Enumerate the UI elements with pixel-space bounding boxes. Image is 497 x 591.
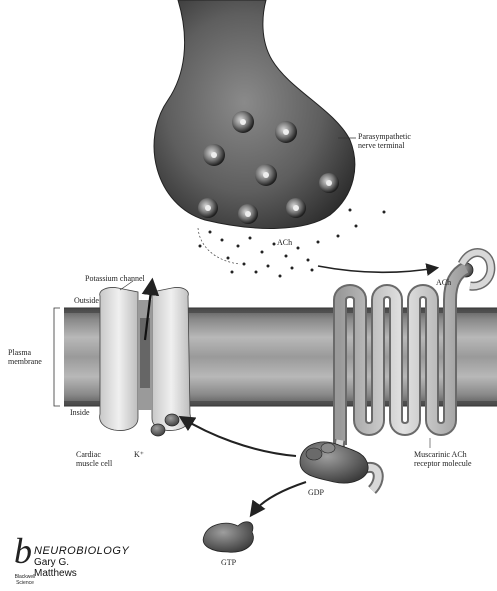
- vesicle: [203, 144, 225, 166]
- beta-gamma-arrow: [182, 418, 296, 456]
- potassium-channel-label: Potassium channel: [85, 274, 145, 283]
- book-title: NEUROBIOLOGY: [34, 545, 129, 557]
- publisher-logo: b: [14, 530, 32, 572]
- nerve-terminal-label-line2: nerve terminal: [358, 141, 411, 150]
- vesicle: [238, 204, 258, 224]
- g-protein-complex: [300, 442, 368, 483]
- membrane-bracket: [54, 308, 60, 406]
- inside-label: Inside: [70, 408, 90, 417]
- gtp-label: GTP: [221, 558, 236, 567]
- ach-diffusion-arrow: [318, 266, 436, 272]
- nerve-terminal: [154, 0, 355, 228]
- muscarinic-receptor-label-line2: receptor molecule: [414, 459, 472, 468]
- plasma-membrane-label-line1: Plasma: [8, 348, 42, 357]
- vesicle: [255, 164, 277, 186]
- book-author: Gary G. Matthews: [34, 557, 77, 579]
- gtp-exchange-arrow: [252, 482, 306, 514]
- vesicle: [275, 121, 297, 143]
- cardiac-cell-label-line2: muscle cell: [76, 459, 112, 468]
- cardiac-cell-label-line1: Cardiac: [76, 450, 112, 459]
- cleft-boundary: [198, 228, 240, 264]
- k-ion-label: K⁺: [134, 450, 144, 459]
- plasma-membrane-label: Plasma membrane: [8, 348, 42, 366]
- outside-label: Outside: [74, 296, 99, 305]
- nerve-terminal-label: Parasympathetic nerve terminal: [358, 132, 411, 150]
- muscarinic-receptor-label-line1: Muscarinic ACh: [414, 450, 472, 459]
- gdp-label: GDP: [308, 488, 324, 497]
- publisher-name-line2: Science: [8, 580, 42, 586]
- plasma-membrane-label-line2: membrane: [8, 357, 42, 366]
- vesicle: [286, 198, 306, 218]
- vesicle: [319, 173, 339, 193]
- cardiac-cell-label: Cardiac muscle cell: [76, 450, 112, 468]
- vesicle: [198, 198, 218, 218]
- g-alpha-gtp: [203, 522, 253, 553]
- potassium-channel: [100, 287, 191, 430]
- muscarinic-receptor-label: Muscarinic ACh receptor molecule: [414, 450, 472, 468]
- ach-cleft-label: ACh: [277, 238, 292, 247]
- vesicle: [232, 111, 254, 133]
- ach-receptor-label: ACh: [436, 278, 451, 287]
- nerve-terminal-label-line1: Parasympathetic: [358, 132, 411, 141]
